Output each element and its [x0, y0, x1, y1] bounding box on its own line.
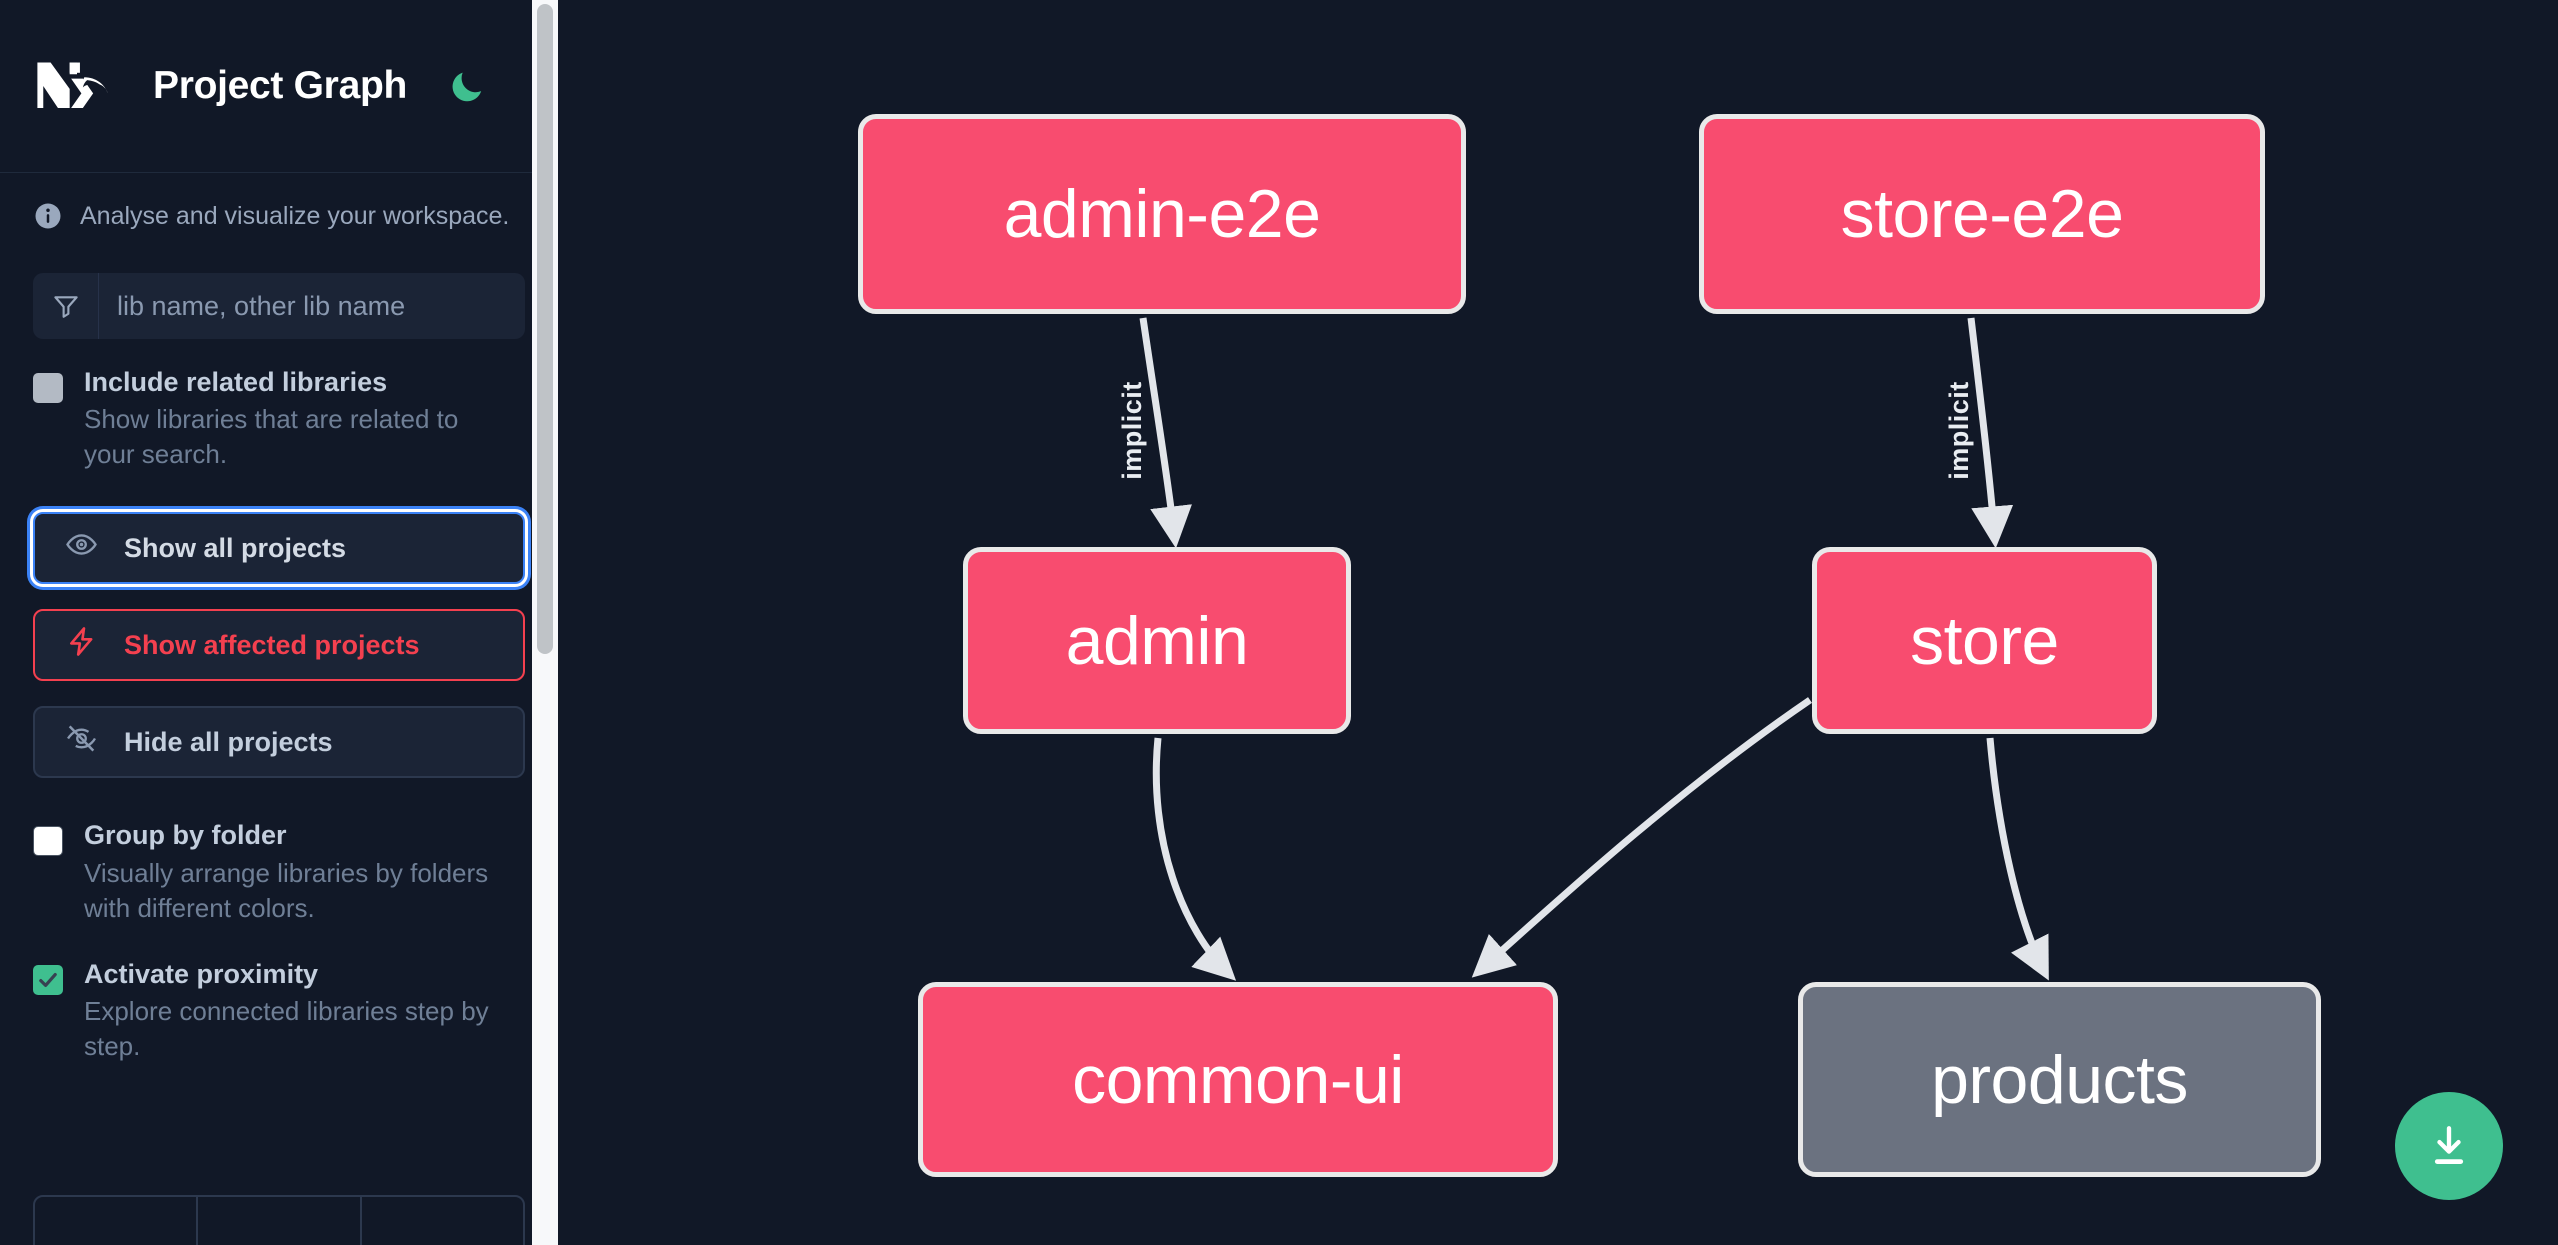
node-label: products — [1931, 1041, 2188, 1118]
show-affected-projects-button[interactable]: Show affected projects — [33, 609, 525, 682]
option-text-group: Group by folder Visually arrange librari… — [84, 820, 525, 925]
edge-store-products — [1986, 737, 2049, 981]
search-section — [0, 273, 558, 339]
option-description: Explore connected libraries step by step… — [84, 996, 489, 1062]
sidebar: Project Graph Analyse and visualize your… — [0, 0, 558, 1245]
nx-logo — [33, 55, 121, 117]
option-label: Group by folder — [84, 820, 287, 851]
option-activate-proximity[interactable]: Activate proximity Explore connected lib… — [0, 959, 558, 1064]
sidebar-scrollbar-track[interactable] — [532, 0, 558, 1245]
option-text-group: Activate proximity Explore connected lib… — [84, 959, 525, 1064]
tagline: Analyse and visualize your workspace. — [0, 173, 558, 251]
eye-slash-icon — [65, 722, 98, 762]
edge-store-e2e-store — [1967, 317, 2014, 549]
graph-node-store-e2e[interactable]: store-e2e — [1699, 114, 2265, 314]
node-label: common-ui — [1072, 1041, 1404, 1118]
checkbox-include-related-libraries[interactable] — [33, 373, 63, 403]
node-label: store — [1910, 602, 2059, 679]
edge-admin-common-ui — [1152, 737, 1237, 981]
hide-all-projects-button[interactable]: Hide all projects — [33, 706, 525, 779]
option-description: Show libraries that are related to your … — [84, 404, 459, 470]
lightning-bolt-icon — [65, 625, 98, 665]
segment-3[interactable] — [362, 1197, 523, 1245]
node-label: store-e2e — [1840, 176, 2124, 252]
sidebar-header: Project Graph — [0, 0, 558, 173]
tagline-text: Analyse and visualize your workspace. — [80, 201, 510, 230]
search-input[interactable] — [99, 273, 525, 339]
info-icon — [33, 201, 63, 231]
graph-node-store[interactable]: store — [1812, 547, 2157, 734]
hide-all-projects-label: Hide all projects — [124, 726, 333, 757]
option-description: Visually arrange libraries by folders wi… — [84, 857, 489, 923]
edge-label-implicit-admin: implicit — [1116, 381, 1147, 480]
edge-store-common-ui — [1471, 697, 1812, 978]
graph-canvas[interactable]: admin-e2e store-e2e admin store common-u… — [558, 0, 2558, 1245]
option-include-related-libraries[interactable]: Include related libraries Show libraries… — [0, 367, 558, 472]
graph-edges — [1139, 317, 2049, 981]
checkbox-activate-proximity[interactable] — [33, 964, 63, 995]
graph-node-common-ui[interactable]: common-ui — [918, 982, 1558, 1177]
edge-admin-e2e-admin — [1139, 317, 1192, 549]
search-box[interactable] — [33, 273, 525, 339]
filter-funnel-icon — [33, 273, 99, 339]
node-label: admin-e2e — [1003, 176, 1321, 252]
segment-2[interactable] — [198, 1197, 362, 1245]
show-all-projects-button[interactable]: Show all projects — [33, 512, 525, 585]
moon-icon[interactable] — [445, 64, 489, 108]
edge-label-implicit-store: implicit — [1943, 381, 1974, 480]
node-label: admin — [1065, 602, 1249, 679]
app-title: Project Graph — [153, 64, 407, 107]
show-affected-projects-label: Show affected projects — [124, 629, 420, 660]
segmented-control[interactable] — [33, 1195, 525, 1245]
checkbox-group-by-folder[interactable] — [33, 826, 63, 857]
option-label: Include related libraries — [84, 367, 388, 397]
option-group-by-folder[interactable]: Group by folder Visually arrange librari… — [0, 820, 558, 925]
download-graph-button[interactable] — [2395, 1092, 2503, 1200]
graph-node-admin-e2e[interactable]: admin-e2e — [858, 114, 1466, 314]
graph-node-products[interactable]: products — [1798, 982, 2321, 1177]
action-buttons: Show all projects Show affected projects — [0, 512, 558, 779]
eye-icon — [65, 528, 98, 568]
show-all-projects-label: Show all projects — [124, 532, 347, 563]
sidebar-scrollbar-thumb[interactable] — [537, 4, 553, 654]
option-text-group: Include related libraries Show libraries… — [84, 367, 525, 472]
graph-node-admin[interactable]: admin — [963, 547, 1351, 734]
segment-1[interactable] — [35, 1197, 199, 1245]
option-label: Activate proximity — [84, 958, 319, 989]
